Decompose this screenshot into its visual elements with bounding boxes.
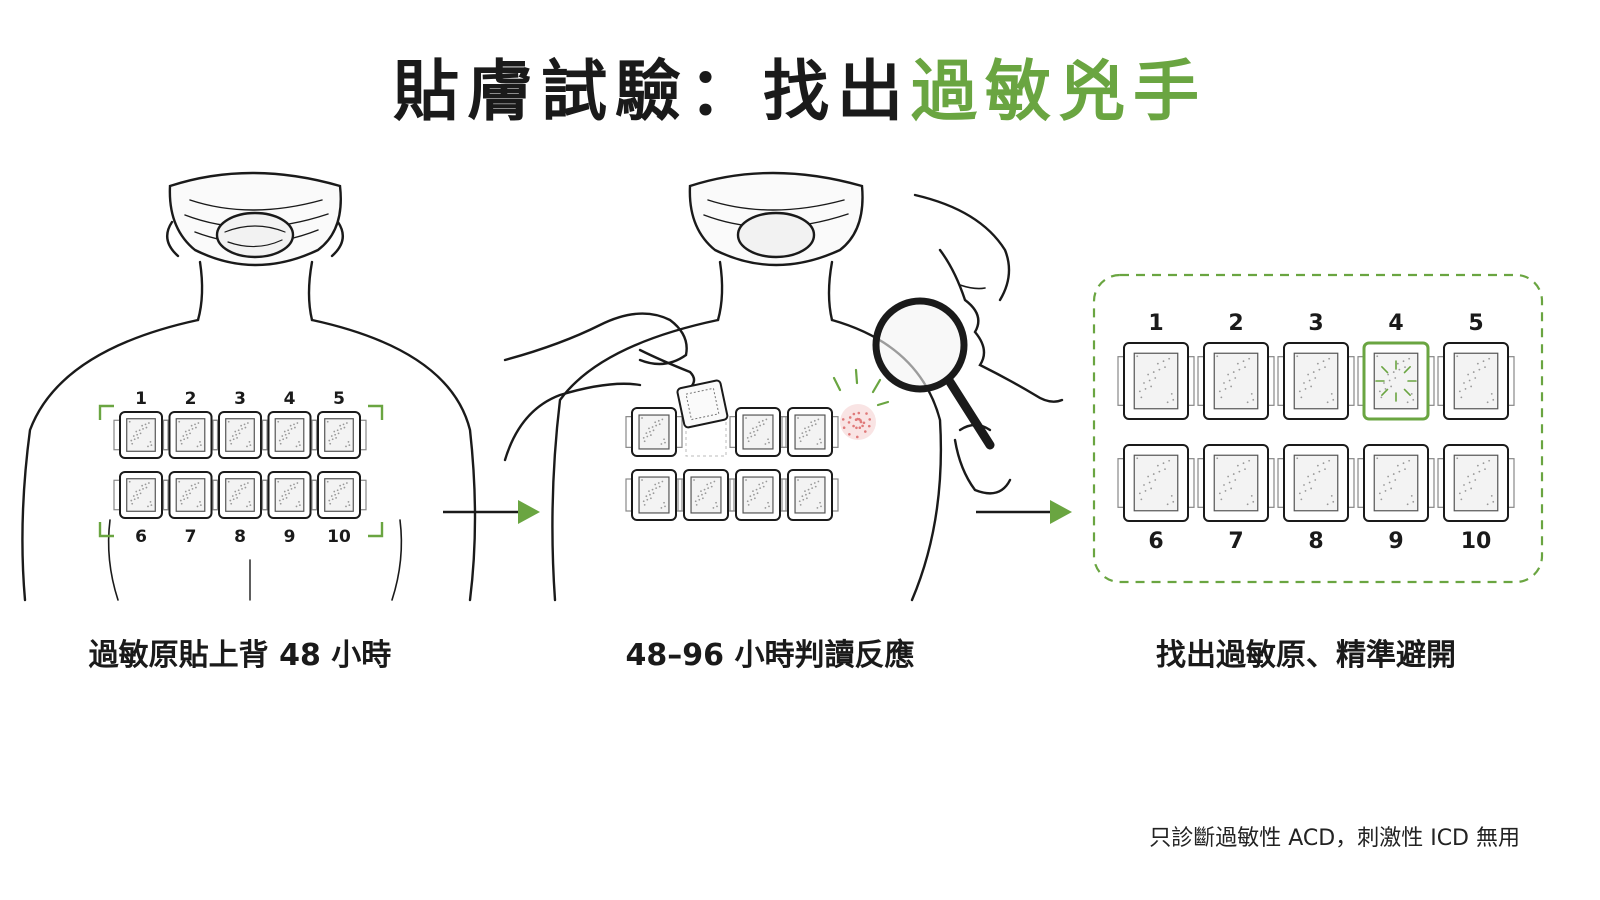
patch xyxy=(781,469,839,521)
patch-number-label: 4 xyxy=(1388,311,1403,336)
patch-number-label: 7 xyxy=(185,527,197,547)
arrow-right-icon xyxy=(976,500,1072,524)
patch-number-label: 9 xyxy=(1388,529,1403,554)
patch-number-label: 8 xyxy=(234,527,246,547)
panel-1-patch-labels: 1 6 2 7 3 8 4 9 5 10 xyxy=(135,389,351,547)
patch xyxy=(261,411,318,459)
patch xyxy=(1277,342,1355,420)
peeled-patch xyxy=(676,379,729,429)
patch xyxy=(311,471,367,519)
magnifying-glass-icon xyxy=(872,297,995,450)
patch xyxy=(1277,444,1355,522)
patch-number-label: 6 xyxy=(1148,529,1163,554)
patch xyxy=(162,471,219,519)
footnote: 只診斷過敏性 ACD，刺激性 ICD 無用 xyxy=(1149,826,1520,851)
panel-3-patch-grid xyxy=(1117,341,1515,522)
patch-number-label: 5 xyxy=(1468,311,1483,336)
step-2-caption: 48–96 小時判讀反應 xyxy=(625,638,915,673)
patch xyxy=(113,471,169,519)
patch xyxy=(729,469,787,521)
patch xyxy=(261,471,318,519)
arrow-right-icon xyxy=(443,500,540,524)
patch xyxy=(1197,342,1275,420)
patch-number-label: 10 xyxy=(1461,529,1492,554)
patch-number-label: 2 xyxy=(185,389,197,409)
patch xyxy=(625,407,683,457)
patch-number-label: 2 xyxy=(1228,311,1243,336)
panel-1-patch-grid xyxy=(113,411,367,519)
patch-number-label: 4 xyxy=(284,389,296,409)
patch-number-label: 3 xyxy=(1308,311,1323,336)
patch xyxy=(1117,444,1195,522)
patch xyxy=(1357,444,1435,522)
skin-reaction-spot xyxy=(832,368,890,440)
patch xyxy=(781,407,839,457)
patch-number-label: 1 xyxy=(135,389,147,409)
patch-number-label: 10 xyxy=(327,527,351,547)
patch-number-label: 5 xyxy=(333,389,345,409)
panel-1-corner-brackets xyxy=(98,404,384,538)
patch xyxy=(1437,444,1515,522)
page-title: 貼膚試驗：找出過敏兇手 xyxy=(0,38,1600,134)
panel-3-patch-labels: 1 6 2 7 3 8 4 9 5 10 xyxy=(1148,311,1491,554)
patch-number-label: 1 xyxy=(1148,311,1163,336)
patch-number-label: 8 xyxy=(1308,529,1323,554)
title-main: 貼膚試驗：找出 xyxy=(393,53,911,130)
patch xyxy=(729,407,787,457)
patch xyxy=(113,411,169,459)
positive-patch xyxy=(1357,341,1435,421)
reaction-burst-icon xyxy=(1375,360,1417,402)
patch xyxy=(625,469,683,521)
step-1-caption: 過敏原貼上背 48 小時 xyxy=(88,638,392,673)
panel-2-back-illustration xyxy=(503,171,1064,602)
patch xyxy=(1197,444,1275,522)
patch xyxy=(162,411,219,459)
patch xyxy=(1437,342,1515,420)
result-frame xyxy=(1092,273,1544,584)
patch xyxy=(212,471,268,519)
panel-2-patch-grid xyxy=(625,407,839,521)
patch xyxy=(212,411,268,459)
step-3-caption: 找出過敏原、精準避開 xyxy=(1156,638,1456,673)
patch-number-label: 6 xyxy=(135,527,147,547)
patch-number-label: 3 xyxy=(234,389,246,409)
patch xyxy=(677,469,735,521)
patch-number-label: 7 xyxy=(1228,529,1243,554)
patch-number-label: 9 xyxy=(284,527,296,547)
patch xyxy=(311,411,367,459)
patch xyxy=(1117,342,1195,420)
title-accent: 過敏兇手 xyxy=(911,53,1207,130)
panel-1-back-illustration xyxy=(21,171,477,602)
